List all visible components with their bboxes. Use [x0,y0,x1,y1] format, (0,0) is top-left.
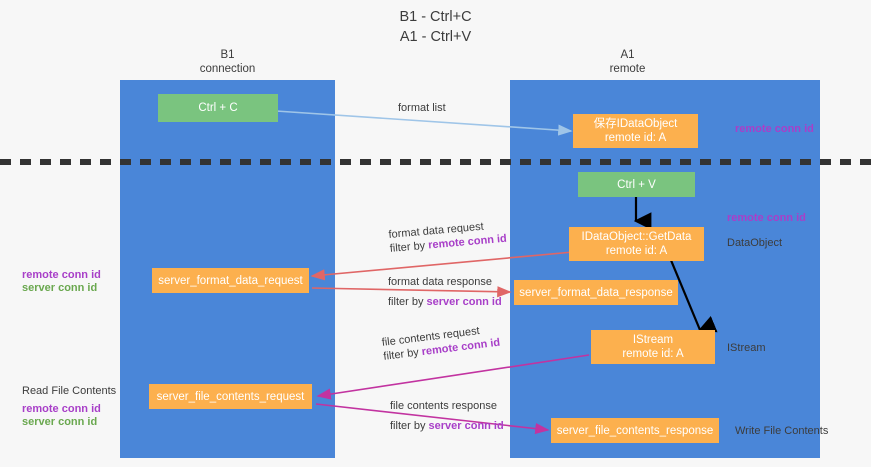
filter-key-server-conn-id: server conn id [426,296,502,308]
node-ctrl-c[interactable]: Ctrl + C [158,94,278,122]
column-header-a1: A1 remote [545,48,710,76]
edge-label-file-contents-request: file contents request filter by remote c… [381,322,501,364]
edge-label-format-data-request: format data request filter by remote con… [388,218,507,256]
node-ctrl-v-label: Ctrl + V [617,178,656,191]
node-save-idataobject-label: 保存IDataObject [593,118,678,130]
filter-prefix: filter by [390,420,429,432]
annotation-right-write-file-contents: Write File Contents [735,425,829,437]
edge-label-format-data-response-text: format data response [388,276,492,288]
filter-prefix: filter by [389,239,429,255]
column-header-b1-role: connection [199,63,256,75]
annotation-right-istream: IStream [727,342,766,354]
node-save-idataobject[interactable]: 保存IDataObject remote id: A [573,114,698,148]
annotation-left-bottom-remote-conn-id: remote conn id [22,403,101,415]
node-idataobject-getdata[interactable]: IDataObject::GetData remote id: A [569,227,704,261]
node-ctrl-v[interactable]: Ctrl + V [578,172,695,197]
node-idataobject-getdata-label: IDataObject::GetData [581,231,692,243]
filter-key-server-conn-id: server conn id [428,420,504,432]
annotation-left-remote-conn-id: remote conn id [22,269,101,281]
node-server-format-data-response[interactable]: server_format_data_response [514,280,678,305]
page-title: B1 - Ctrl+C A1 - Ctrl+V [0,7,871,47]
node-server-format-data-request[interactable]: server_format_data_request [152,268,309,293]
node-server-file-contents-request[interactable]: server_file_contents_request [149,384,312,409]
title-line-2: A1 - Ctrl+V [399,29,472,45]
edge-label-file-contents-response: file contents response filter by server … [390,399,504,433]
node-server-file-contents-request-label: server_file_contents_request [156,390,305,403]
column-header-b1-name: B1 [220,49,235,61]
node-ctrl-c-label: Ctrl + C [198,102,238,114]
annotation-right-dataobject: DataObject [727,237,783,249]
node-istream-label: IStream [632,334,674,346]
edge-label-format-list: format list [398,101,446,115]
node-server-format-data-response-label: server_format_data_response [519,286,673,299]
annotation-right-top-remote-conn-id: remote conn id [735,123,814,135]
title-line-1: B1 - Ctrl+C [399,9,472,25]
annotation-left-bottom-server-conn-id: server conn id [22,416,98,428]
edge-label-file-contents-response-filter: filter by server conn id [390,419,504,433]
node-server-file-contents-response[interactable]: server_file_contents_response [551,418,719,443]
node-istream-sub: remote id: A [622,348,684,360]
node-idataobject-getdata-sub: remote id: A [605,245,668,257]
annotation-right-mid-remote-conn-id: remote conn id [727,212,806,224]
annotation-left-read-file-contents: Read File Contents [22,385,117,397]
node-save-idataobject-sub: remote id: A [604,132,667,144]
node-server-file-contents-response-label: server_file_contents_response [556,424,714,437]
column-header-a1-name: A1 [620,49,635,61]
edge-label-format-data-response-filter: filter by server conn id [388,295,502,309]
filter-prefix: filter by [388,296,427,308]
node-istream[interactable]: IStream remote id: A [591,330,715,364]
column-header-b1: B1 connection [145,48,310,76]
node-server-format-data-request-label: server_format_data_request [158,274,303,287]
column-header-a1-role: remote [609,63,646,75]
annotation-left-server-conn-id: server conn id [22,282,98,294]
filter-prefix: filter by [382,346,423,363]
edge-label-format-list-text: format list [398,102,446,114]
edge-label-format-data-response: format data response filter by server co… [388,275,502,309]
edge-label-file-contents-response-text: file contents response [390,400,498,412]
